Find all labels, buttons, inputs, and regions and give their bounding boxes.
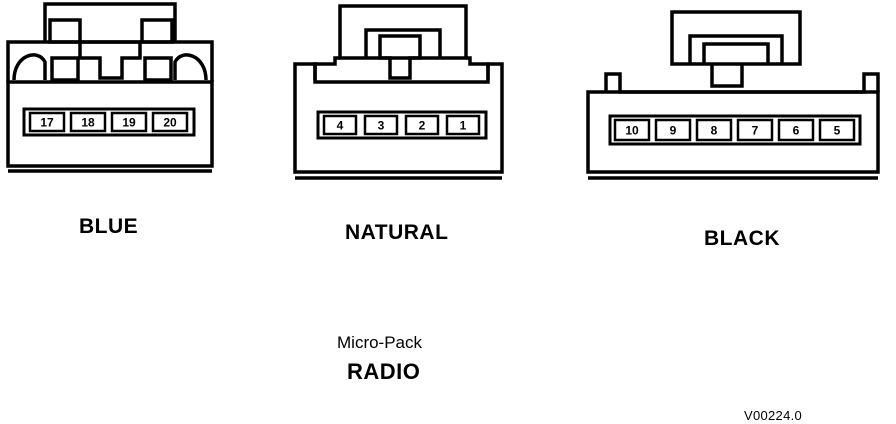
black-pin-number: 5 (834, 124, 841, 138)
natural-label: NATURAL (345, 221, 449, 244)
natural-pin-number: 3 (378, 119, 385, 133)
natural-pin-cell (322, 114, 358, 136)
black-pin-number: 9 (670, 124, 677, 138)
blue-pin-cell (151, 111, 189, 133)
blue-pin-number: 19 (122, 116, 136, 130)
black-pin-number: 7 (752, 124, 759, 138)
natural-pin-cell (363, 114, 399, 136)
blue-pin-cell (28, 111, 66, 133)
natural-pin-cell (404, 114, 440, 136)
black-pin-cell (613, 118, 651, 142)
blue-pin-cell (110, 111, 148, 133)
caption-subtitle: Micro-Pack (337, 333, 423, 352)
natural-pin-number: 1 (460, 119, 467, 133)
black-connector (586, 10, 880, 180)
blue-label: BLUE (79, 215, 139, 238)
natural-pin-cell (445, 114, 481, 136)
black-label: BLACK (704, 227, 780, 250)
natural-connector (293, 4, 504, 180)
caption-title: RADIO (347, 359, 421, 384)
black-pin-cell (654, 118, 692, 142)
figure-id: V00224.0 (744, 408, 803, 423)
black-pin-number: 10 (625, 124, 639, 138)
blue-pin-number: 18 (81, 116, 95, 130)
blue-connector (6, 2, 214, 173)
blue-pin-number: 17 (40, 116, 54, 130)
black-pin-cell (777, 118, 815, 142)
black-pin-cell (736, 118, 774, 142)
natural-pin-number: 2 (419, 119, 426, 133)
natural-pin-number: 4 (337, 119, 344, 133)
black-pin-row: 10 9 8 7 6 5 (613, 118, 856, 142)
blue-pin-number: 20 (163, 116, 177, 130)
black-pin-cell (818, 118, 856, 142)
blue-pin-row: 17 18 19 20 (28, 111, 189, 133)
natural-pin-row: 4 3 2 1 (322, 114, 481, 136)
blue-pin-cell (69, 111, 107, 133)
black-pin-number: 8 (711, 124, 718, 138)
black-pin-number: 6 (793, 124, 800, 138)
black-pin-cell (695, 118, 733, 142)
